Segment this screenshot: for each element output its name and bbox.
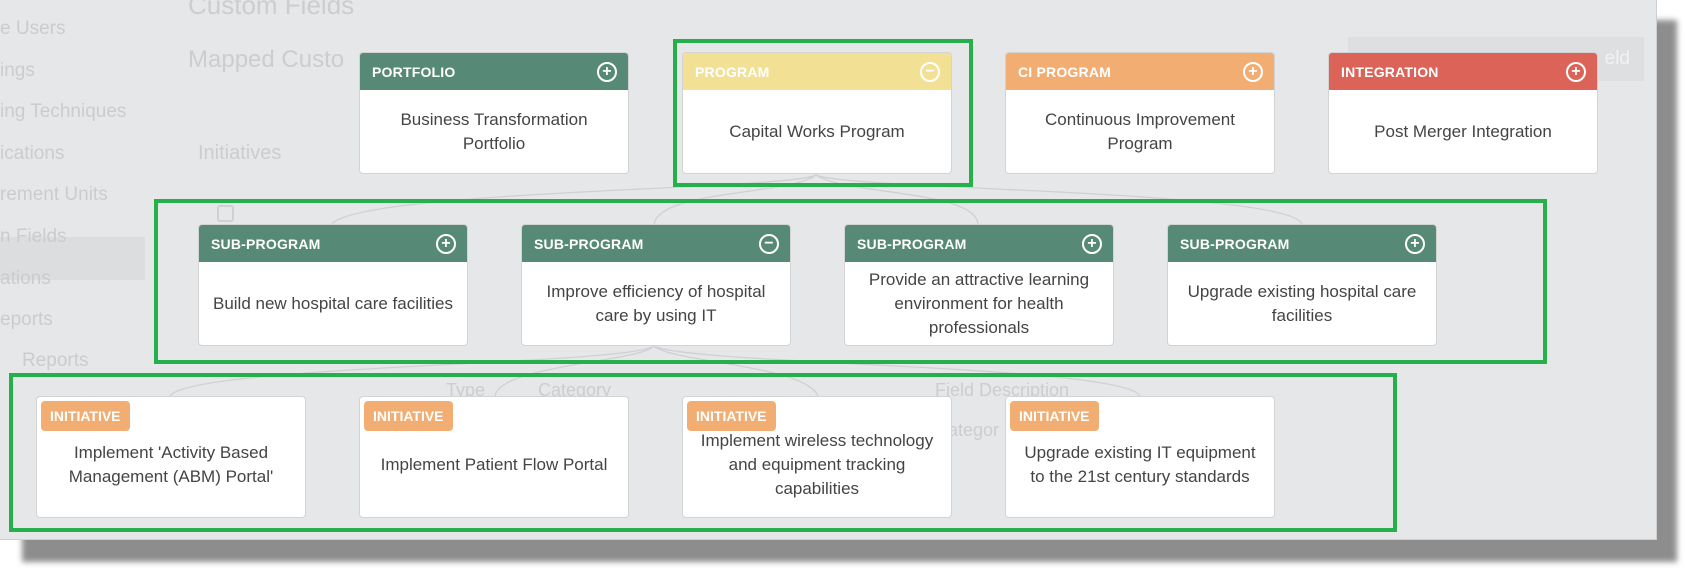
bg-sidebar-item: rement Units — [0, 184, 108, 205]
card-type-badge: INITIATIVE — [364, 401, 453, 431]
card-title: Implement wireless technology and equipm… — [700, 431, 934, 498]
collapse-icon[interactable]: − — [920, 61, 940, 82]
bg-column-label: Category — [538, 380, 612, 400]
card-type-label: CI PROGRAM — [1018, 63, 1111, 80]
sub-program-card[interactable]: SUB-PROGRAM − Improve efficiency of hosp… — [521, 224, 791, 346]
expand-icon[interactable]: + — [1082, 233, 1102, 254]
card-type-badge: INITIATIVE — [1010, 401, 1099, 431]
bg-sidebar-item: e Users — [0, 18, 66, 39]
tree-connectors — [169, 174, 1303, 397]
integration-card[interactable]: INTEGRATION + Post Merger Integration — [1328, 52, 1598, 174]
card-header: INTEGRATION + — [1329, 53, 1597, 90]
card-type-badge: INITIATIVE — [687, 401, 776, 431]
expand-icon[interactable]: + — [1405, 233, 1425, 254]
card-header: SUB-PROGRAM − — [522, 225, 790, 262]
card-title: Upgrade existing hospital care facilitie… — [1187, 282, 1417, 325]
bg-column-label: Field Description — [935, 380, 1070, 400]
expand-icon[interactable]: + — [436, 233, 456, 254]
initiative-card[interactable]: INITIATIVE Upgrade existing IT equipment… — [1005, 396, 1275, 518]
card-type-label: SUB-PROGRAM — [857, 235, 967, 252]
bg-sidebar-item: ings — [0, 60, 35, 81]
bg-sidebar-item: ications — [0, 143, 65, 164]
card-type-label: PROGRAM — [695, 63, 770, 80]
card-type-label: PORTFOLIO — [372, 63, 456, 80]
bg-initiatives-label: Initiatives — [198, 142, 282, 164]
card-title: Continuous Improvement Program — [1045, 110, 1235, 153]
initiative-card[interactable]: INITIATIVE Implement wireless technology… — [682, 396, 952, 518]
card-header: SUB-PROGRAM + — [199, 225, 467, 262]
card-title: Business Transformation Portfolio — [400, 110, 588, 153]
card-title: Improve efficiency of hospital care by u… — [546, 282, 766, 325]
card-title: Upgrade existing IT equipment to the 21s… — [1024, 443, 1256, 486]
collapse-icon[interactable]: − — [759, 233, 779, 254]
bg-sidebar-item: eports — [0, 309, 53, 330]
card-title: Implement 'Activity Based Management (AB… — [68, 443, 274, 486]
ci-program-card[interactable]: CI PROGRAM + Continuous Improvement Prog… — [1005, 52, 1275, 174]
background-sidebar: e Users ings ing Techniques ications rem… — [0, 0, 150, 539]
card-title: Post Merger Integration — [1374, 122, 1552, 141]
expand-icon[interactable]: + — [597, 61, 617, 82]
initiative-card[interactable]: INITIATIVE Implement Patient Flow Portal — [359, 396, 629, 518]
bg-sidebar-item: ations — [0, 268, 51, 289]
card-title: Implement Patient Flow Portal — [380, 455, 608, 474]
bg-column-label: Type — [446, 380, 486, 400]
sub-program-card[interactable]: SUB-PROGRAM + Provide an attractive lear… — [844, 224, 1114, 346]
org-chart-panel: e Users ings ing Techniques ications rem… — [0, 0, 1657, 540]
expand-icon[interactable]: + — [1243, 61, 1263, 82]
card-type-label: SUB-PROGRAM — [211, 235, 321, 252]
card-type-label: INTEGRATION — [1341, 63, 1439, 80]
initiative-card[interactable]: INITIATIVE Implement 'Activity Based Man… — [36, 396, 306, 518]
card-type-label: SUB-PROGRAM — [1180, 235, 1290, 252]
bg-sidebar-item: Reports — [22, 350, 89, 371]
portfolio-card[interactable]: PORTFOLIO + Business Transformation Port… — [359, 52, 629, 174]
card-header: PORTFOLIO + — [360, 53, 628, 90]
card-title: Provide an attractive learning environme… — [868, 270, 1090, 337]
card-header: SUB-PROGRAM + — [1168, 225, 1436, 262]
bg-mapped-title: Mapped Custo — [188, 46, 345, 73]
card-type-badge: INITIATIVE — [41, 401, 130, 431]
card-title: Capital Works Program — [729, 122, 905, 141]
bg-section-title: Custom Fields — [188, 0, 355, 20]
card-header: CI PROGRAM + — [1006, 53, 1274, 90]
card-header: SUB-PROGRAM + — [845, 225, 1113, 262]
bg-sidebar-item: ing Techniques — [0, 101, 127, 122]
sub-program-card[interactable]: SUB-PROGRAM + Build new hospital care fa… — [198, 224, 468, 346]
sub-program-card[interactable]: SUB-PROGRAM + Upgrade existing hospital … — [1167, 224, 1437, 346]
expand-icon[interactable]: + — [1566, 61, 1586, 82]
card-type-label: SUB-PROGRAM — [534, 235, 644, 252]
program-card[interactable]: PROGRAM − Capital Works Program — [682, 52, 952, 174]
bg-sidebar-item: n Fields — [0, 226, 67, 247]
background-sidebar-active — [0, 237, 145, 280]
bg-checkbox — [217, 205, 234, 222]
card-title: Build new hospital care facilities — [212, 294, 453, 313]
card-header: PROGRAM − — [683, 53, 951, 90]
